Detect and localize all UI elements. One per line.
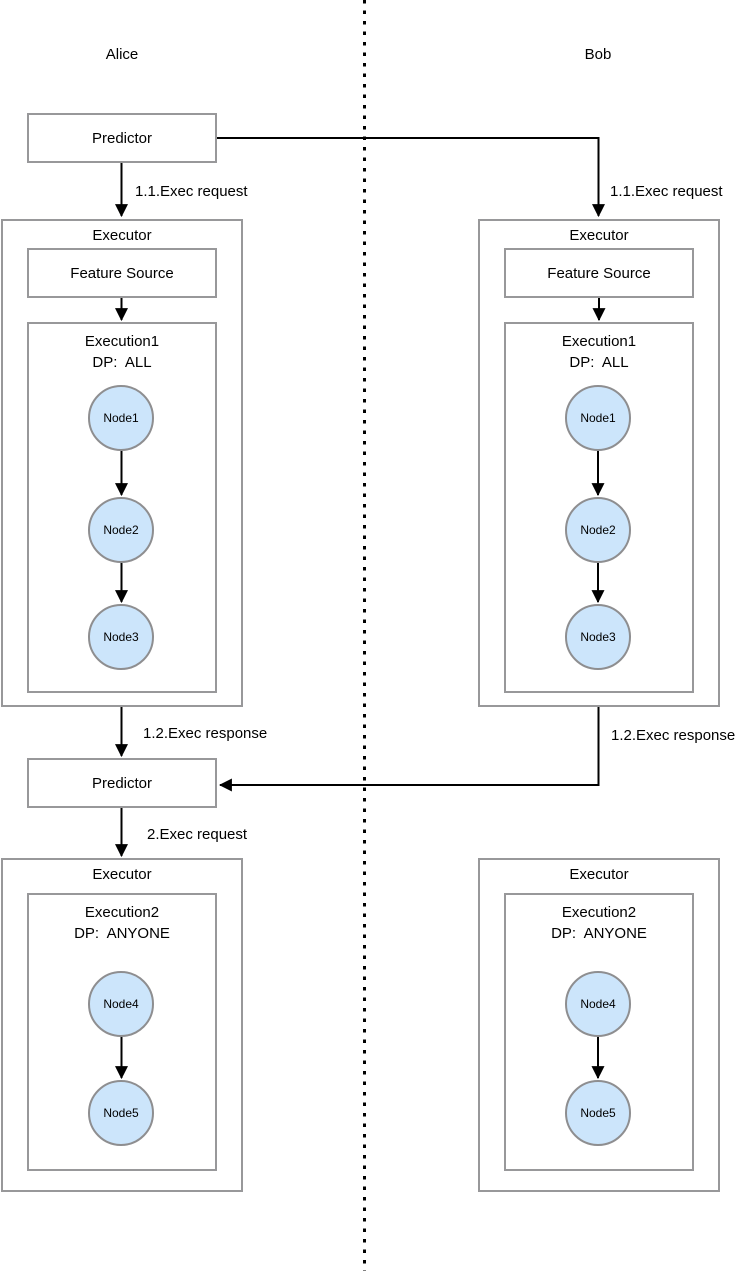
node4-alice: Node4 bbox=[88, 971, 154, 1037]
flow-label-response1-alice: 1.2.Exec response bbox=[143, 725, 268, 742]
feature-source-box-alice-label: Feature Source bbox=[70, 264, 174, 282]
lane-label-bob: Bob bbox=[584, 46, 612, 63]
flow-label-request1-bob: 1.1.Exec request bbox=[610, 183, 723, 200]
node3-bob-label: Node3 bbox=[580, 630, 616, 644]
feature-source-box-bob: Feature Source bbox=[504, 248, 694, 298]
executor-box-alice-1-title: Executor bbox=[92, 227, 152, 244]
arrow-request1-bob bbox=[217, 137, 605, 218]
execution1-box-alice-title: Execution1 bbox=[84, 333, 160, 350]
execution2-box-bob-title: Execution2 bbox=[561, 904, 637, 921]
node2-bob: Node2 bbox=[565, 497, 631, 563]
node3-bob: Node3 bbox=[565, 604, 631, 670]
predictor-box-1-label: Predictor bbox=[91, 129, 153, 147]
node2-alice: Node2 bbox=[88, 497, 154, 563]
execution2-box-alice-dp: DP: ANYONE bbox=[74, 925, 170, 942]
flow-label-request2: 2.Exec request bbox=[147, 826, 248, 843]
arrow-response1-bob bbox=[218, 707, 600, 792]
node5-alice-label: Node5 bbox=[103, 1106, 139, 1120]
node1-alice-label: Node1 bbox=[103, 411, 139, 425]
node3-alice-label: Node3 bbox=[103, 630, 139, 644]
predictor-box-1: Predictor bbox=[27, 113, 217, 163]
execution1-box-bob-dp: DP: ALL bbox=[569, 354, 629, 371]
node1-bob: Node1 bbox=[565, 385, 631, 451]
node5-bob: Node5 bbox=[565, 1080, 631, 1146]
execution2-box-alice-title: Execution2 bbox=[84, 904, 160, 921]
node5-bob-label: Node5 bbox=[580, 1106, 616, 1120]
node5-alice: Node5 bbox=[88, 1080, 154, 1146]
lane-label-alice: Alice bbox=[105, 46, 139, 63]
node4-bob-label: Node4 bbox=[580, 997, 616, 1011]
feature-source-box-bob-label: Feature Source bbox=[547, 264, 651, 282]
node4-alice-label: Node4 bbox=[103, 997, 139, 1011]
execution1-box-bob-title: Execution1 bbox=[561, 333, 637, 350]
predictor-box-2: Predictor bbox=[27, 758, 217, 808]
flow-label-request1-alice: 1.1.Exec request bbox=[135, 183, 248, 200]
node4-bob: Node4 bbox=[565, 971, 631, 1037]
node1-alice: Node1 bbox=[88, 385, 154, 451]
predictor-box-2-label: Predictor bbox=[91, 774, 153, 792]
node2-alice-label: Node2 bbox=[103, 523, 139, 537]
execution2-box-bob-dp: DP: ANYONE bbox=[551, 925, 647, 942]
execution1-box-alice-dp: DP: ALL bbox=[92, 354, 152, 371]
node3-alice: Node3 bbox=[88, 604, 154, 670]
node1-bob-label: Node1 bbox=[580, 411, 616, 425]
executor-box-bob-1-title: Executor bbox=[569, 227, 629, 244]
node2-bob-label: Node2 bbox=[580, 523, 616, 537]
executor-box-alice-2-title: Executor bbox=[92, 866, 152, 883]
feature-source-box-alice: Feature Source bbox=[27, 248, 217, 298]
executor-box-bob-2-title: Executor bbox=[569, 866, 629, 883]
flow-label-response1-bob: 1.2.Exec response bbox=[611, 727, 736, 744]
